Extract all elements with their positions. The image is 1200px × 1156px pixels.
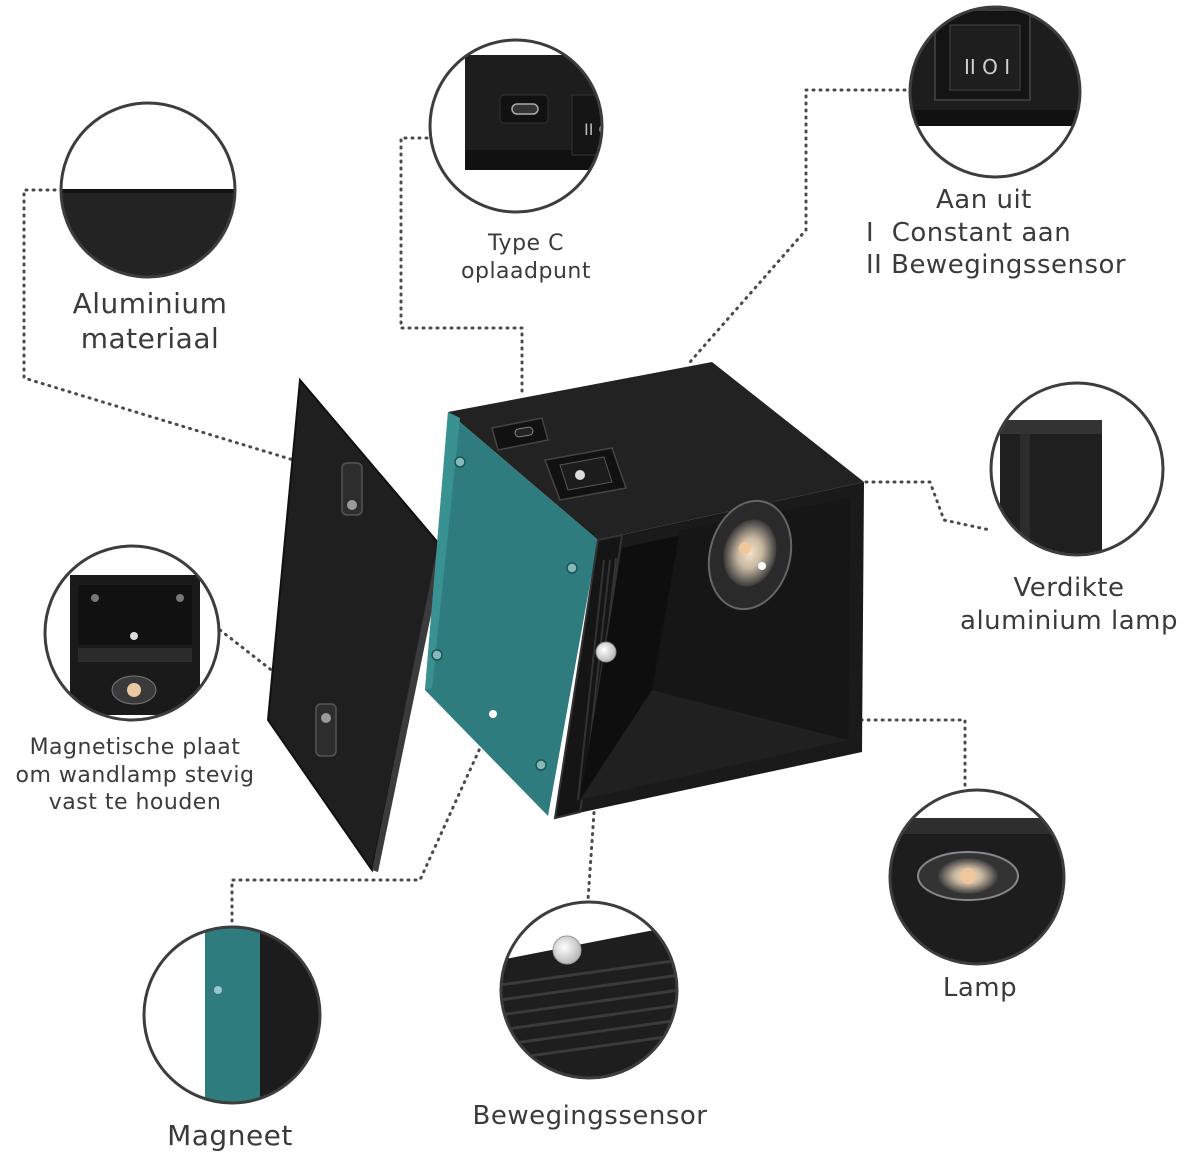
line-switch	[688, 88, 914, 364]
label-magnetische-line3: vast te houden	[48, 790, 222, 815]
magnet-point	[489, 710, 497, 718]
magnetic-back-plate	[266, 377, 444, 873]
label-switch-title: Aan uit	[936, 185, 1032, 215]
mode-switch	[543, 447, 627, 501]
callout-circle-magnetic-plate	[43, 544, 221, 722]
cube-top	[448, 362, 864, 540]
label-sensor-text: Bewegingssensor	[472, 1101, 708, 1131]
label-type-c-line2: oplaadpunt	[461, 258, 591, 284]
usb-c-port	[491, 417, 549, 451]
motion-sensor	[595, 641, 617, 663]
label-switch-mode1: I Constant aan	[866, 217, 1072, 248]
label-verdikte-line1: Verdikte	[1013, 573, 1125, 603]
label-aluminium-line1: Aluminium	[72, 287, 228, 320]
label-magneet-text: Magneet	[167, 1119, 293, 1152]
line-aluminium	[22, 188, 302, 464]
teal-magnetic-side	[425, 412, 598, 816]
label-lamp-text: Lamp	[942, 973, 1018, 1003]
line-verdikte	[864, 480, 992, 532]
label-magnetische-line2: om wandlamp stevig	[15, 762, 255, 788]
label-aluminium: Aluminium materiaal	[40, 286, 260, 356]
label-type-c-line1: Type C	[488, 231, 564, 256]
screws	[431, 456, 578, 771]
led-lens	[707, 499, 793, 611]
label-verdikte-line2: aluminium lamp	[960, 605, 1178, 636]
line-magneet	[230, 713, 497, 930]
callout-circle-verdikte	[989, 381, 1165, 557]
line-type-c	[399, 136, 524, 395]
heat-fins	[553, 533, 624, 820]
label-verdikte: Verdikte aluminium lamp	[938, 572, 1200, 637]
label-magnetische-line1: Magnetische plaat	[29, 735, 241, 760]
callout-circle-lamp	[888, 788, 1066, 966]
label-aluminium-line2: materiaal	[80, 322, 220, 355]
callout-circle-type-c: II O	[428, 38, 611, 214]
callout-circle-aluminium	[59, 101, 237, 279]
callout-circle-magneet	[142, 925, 322, 1105]
label-magnetische: Magnetische plaat om wandlamp stevig vas…	[0, 734, 270, 817]
label-magneet: Magneet	[140, 1118, 320, 1153]
label-switch: Aan uit I Constant aan II Bewegingssenso…	[866, 184, 1186, 282]
callout-circle-switch: II O I	[908, 5, 1082, 179]
callout-circle-sensor	[499, 900, 679, 1080]
label-type-c: Type C oplaadpunt	[436, 230, 616, 285]
switch-marking: II O I	[964, 55, 1010, 79]
label-sensor: Bewegingssensor	[440, 1100, 740, 1133]
label-switch-mode2: II Bewegingssensor	[866, 250, 1127, 280]
switch-small-marking: II O	[584, 120, 611, 139]
label-lamp: Lamp	[900, 972, 1060, 1005]
wall-lamp-product	[266, 362, 864, 873]
